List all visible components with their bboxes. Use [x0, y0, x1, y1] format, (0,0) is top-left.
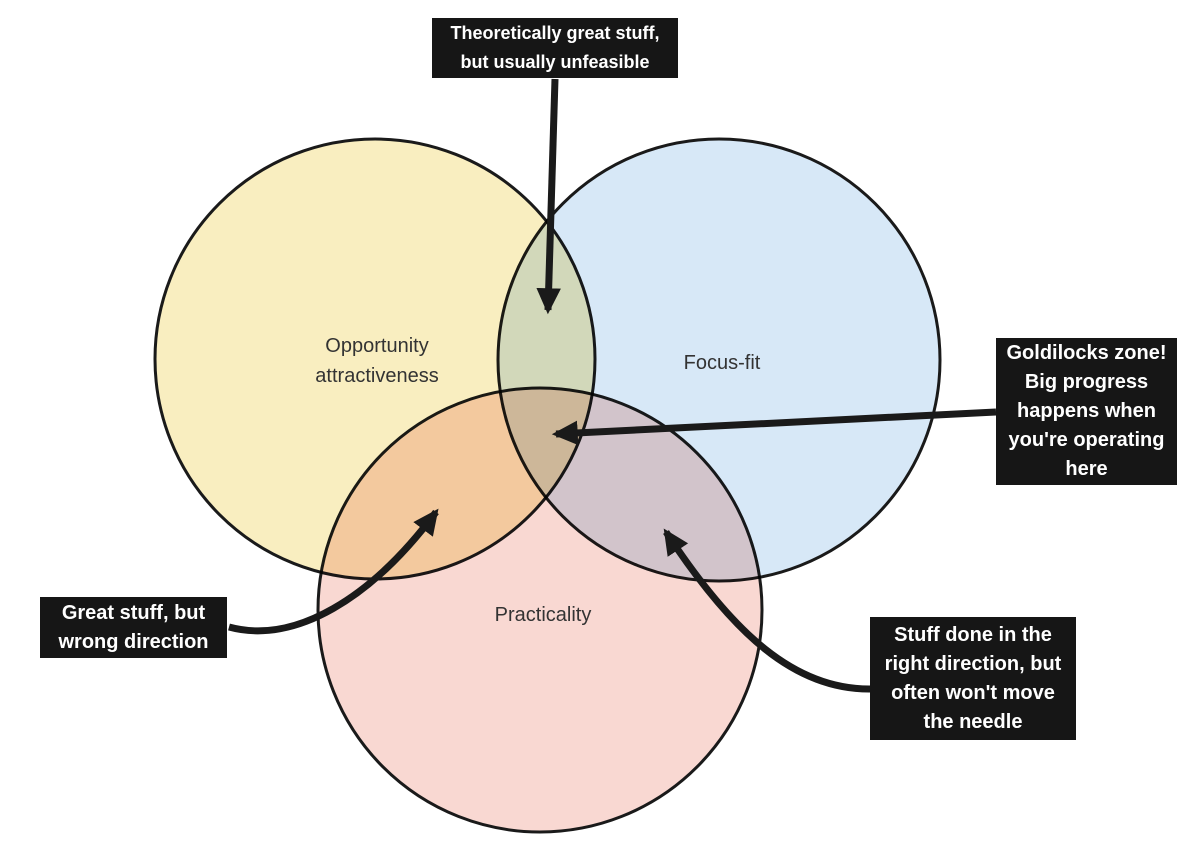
- opportunity-circle-label: Opportunity attractiveness: [315, 335, 439, 387]
- wrong-direction-callout: Great stuff, but wrong direction: [40, 597, 227, 658]
- goldilocks-callout: Goldilocks zone! Big progress happens wh…: [996, 338, 1177, 485]
- focus-fit-circle-label: Focus-fit: [683, 352, 761, 374]
- goldilocks-callout-arrow: [551, 408, 997, 446]
- needle-callout: Stuff done in the right direction, but o…: [870, 617, 1076, 740]
- practicality-circle-label: Practicality: [494, 604, 592, 626]
- practicality-circle: [316, 386, 764, 834]
- wrong-direction-callout-arrow: [228, 508, 439, 635]
- top-callout-arrow: [536, 78, 561, 315]
- callout-arrows-group: [228, 78, 997, 693]
- venn-circles-group: [153, 137, 942, 834]
- needle-callout-arrow: [663, 528, 872, 693]
- top-callout: Theoretically great stuff, but usually u…: [432, 18, 678, 78]
